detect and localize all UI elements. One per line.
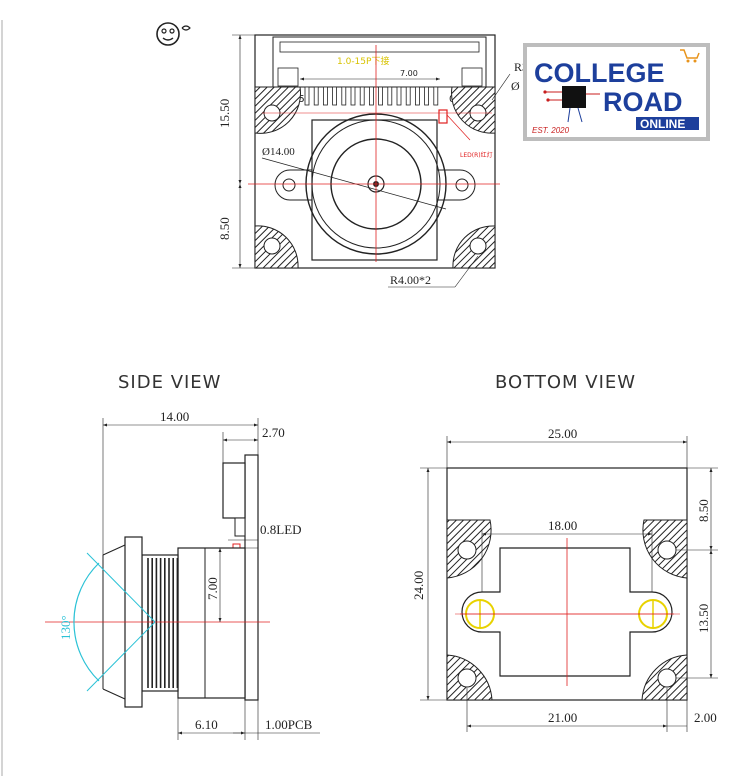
fpc-pin: [396, 86, 402, 106]
side-width-dim: 14.00: [160, 409, 189, 424]
fpc-pin: [433, 86, 439, 106]
bottom-view-title: BOTTOM VIEW: [495, 372, 636, 393]
top-lower-dim: 8.50: [217, 217, 232, 240]
side-holder: [177, 547, 246, 699]
chip-icon: [543, 86, 600, 123]
side-pcb-label: 1.00PCB: [265, 717, 313, 732]
college-road-logo: COLLEGE ROAD ONLINE EST. 2020: [523, 43, 710, 141]
hole-dia-partial: Ø: [511, 79, 520, 93]
top-pcb-outline: [254, 34, 496, 269]
logo-online: ONLINE: [640, 117, 685, 131]
fpc-pin: [414, 86, 420, 106]
fpc-pin: [341, 86, 347, 106]
logo-est: EST. 2020: [532, 126, 570, 135]
fpc-label: 1.0-15P下接: [337, 55, 389, 67]
side-led-dim: 0.8LED: [260, 522, 302, 537]
fpc-pin: [304, 86, 310, 106]
fov-arc: [73, 562, 100, 682]
fpc-pin: [368, 86, 374, 106]
thread-lines: [147, 558, 179, 688]
bottom-view: BOTTOM VIEW 25.00 18.00 24.0: [411, 372, 718, 732]
pin-pitch-dim: 7.00: [400, 69, 418, 78]
fpc-pin: [322, 86, 328, 106]
side-pcb: [244, 454, 259, 701]
top-view: 1.0-15P下接 7.00 15 01 LED(R)红灯 Ø14.00: [217, 34, 528, 288]
fpc-pin: [424, 86, 430, 106]
cart-icon: [680, 49, 700, 63]
bottom-holder-outline: [461, 547, 673, 677]
lens-diameter-dim: Ø14.00: [262, 146, 295, 158]
led-label: LED(R)红灯: [460, 151, 493, 159]
fpc-pin: [387, 86, 393, 106]
side-pcb-thick-dim: 2.70: [262, 425, 285, 440]
side-view: SIDE VIEW 130° 14.00 2.70: [45, 372, 320, 740]
side-height-dim: 7.00: [205, 577, 220, 600]
fpc-pins: [304, 86, 439, 106]
fpc-pin: [350, 86, 356, 106]
bottom-inner-width-dim: 18.00: [548, 518, 577, 533]
fpc-pin: [359, 86, 365, 106]
side-connector: [222, 462, 246, 519]
fov-angle: 130°: [58, 615, 73, 640]
bottom-height-dim: 24.00: [411, 571, 426, 600]
bottom-span-dim: 21.00: [548, 710, 577, 725]
bottom-right-upper-dim: 8.50: [696, 499, 711, 522]
fpc-pin: [378, 86, 384, 106]
fpc-pin: [313, 86, 319, 106]
projection-symbol-icon: [156, 22, 191, 46]
fpc-pin: [405, 86, 411, 106]
corner-radius-dim: R4.00*2: [390, 273, 431, 287]
bottom-pcb-outline: [446, 467, 688, 701]
logo-line2: ROAD: [603, 87, 683, 117]
logo-line1: COLLEGE: [534, 58, 665, 88]
bottom-right-lower-dim: 13.50: [696, 604, 711, 633]
bottom-edge-offset-dim: 2.00: [694, 710, 717, 725]
top-upper-dim: 15.50: [217, 99, 232, 128]
led-marker: [438, 109, 448, 124]
side-bottom-dim: 6.10: [195, 717, 218, 732]
fpc-pin: [332, 86, 338, 106]
bottom-width-dim: 25.00: [548, 426, 577, 441]
side-view-title: SIDE VIEW: [118, 372, 221, 393]
